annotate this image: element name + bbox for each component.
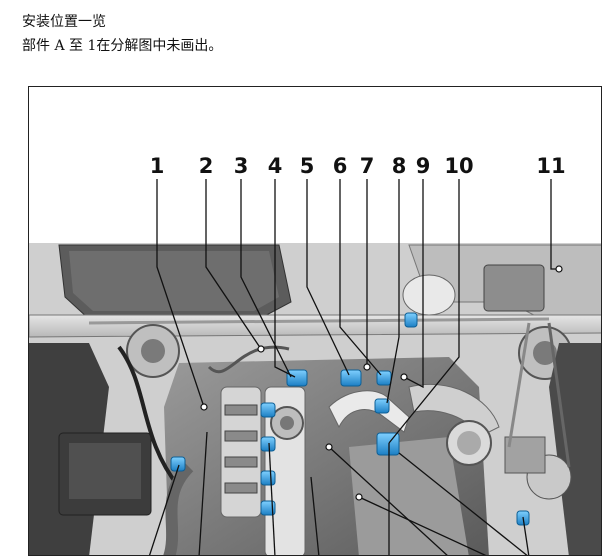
callout-10: 10	[444, 154, 473, 178]
callout-1: 1	[150, 154, 165, 178]
callout-8: 8	[392, 154, 407, 178]
callout-7: 7	[360, 154, 375, 178]
page-note: 部件 A 至 1在分解图中未画出。	[22, 38, 223, 54]
callout-3: 3	[234, 154, 249, 178]
callout-4: 4	[268, 154, 283, 178]
engine-component-diagram: 1 2 3 4 5 6 7 8 9 10 11	[28, 86, 602, 556]
callout-6: 6	[333, 154, 348, 178]
page-title: 安装位置一览	[22, 14, 106, 30]
callout-5: 5	[300, 154, 315, 178]
callout-2: 2	[199, 154, 214, 178]
callout-leaders	[148, 179, 559, 555]
callout-9: 9	[416, 154, 431, 178]
callout-11: 11	[536, 154, 565, 178]
highlighted-components	[170, 312, 530, 526]
engine-illustration: 1 2 3 4 5 6 7 8 9 10 11	[29, 154, 601, 555]
callout-dots	[200, 265, 563, 501]
engine-bay	[29, 243, 601, 555]
callout-labels: 1 2 3 4 5 6 7 8 9 10 11	[150, 154, 566, 178]
